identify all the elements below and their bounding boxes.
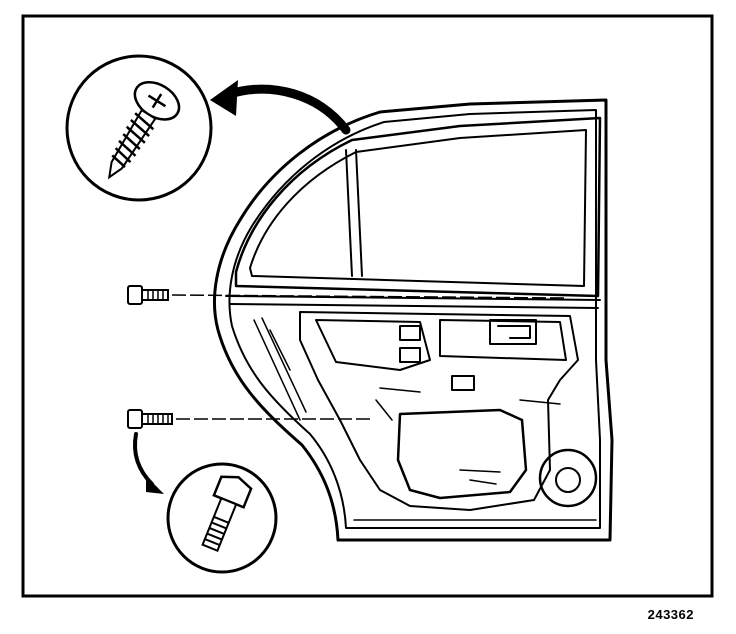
screw-thread <box>111 112 155 168</box>
panel-slot-c <box>451 375 475 391</box>
bolt-arrow <box>133 432 154 486</box>
window-glass <box>249 129 587 287</box>
inner-panel <box>299 311 579 511</box>
lower-bolt-shank <box>141 413 173 425</box>
upper-bolt <box>127 285 169 305</box>
screw-icon <box>107 81 181 180</box>
upper-opening <box>315 319 431 371</box>
leader-upper <box>171 294 569 299</box>
screw-arrow <box>221 84 351 135</box>
bolt-detail <box>133 432 278 574</box>
belt-line <box>225 295 601 309</box>
speaker-ring <box>538 448 598 508</box>
handle-lever <box>497 325 531 339</box>
panel-slot-b <box>399 347 421 363</box>
bolt-thread <box>204 515 230 547</box>
lower-bolt-thread <box>147 414 169 424</box>
screw-arrow-head <box>210 80 238 116</box>
window-frame <box>234 116 602 298</box>
leader-lines <box>171 294 569 420</box>
upper-bolt-head <box>127 285 143 305</box>
bolt-icon <box>201 475 253 552</box>
bolt-arrow-head <box>146 476 164 494</box>
upper-bolt-shank <box>141 289 169 301</box>
figure-number: 243362 <box>647 607 694 622</box>
lower-bolt <box>127 409 173 429</box>
door-outer-outline <box>212 98 614 542</box>
panel-details <box>253 317 561 485</box>
upper-bolt-thread <box>147 290 164 300</box>
screw-detail <box>65 54 351 202</box>
diagram-frame <box>21 14 714 598</box>
division-channel <box>345 149 363 277</box>
door-inner-outline <box>228 109 601 529</box>
speaker-center <box>555 467 581 493</box>
upper-opening-right <box>439 319 567 361</box>
lower-bolt-head <box>127 409 143 429</box>
screw-recess <box>147 93 167 109</box>
panel-slot-a <box>399 325 421 341</box>
handle-pocket <box>489 319 537 345</box>
bolt-head <box>212 475 253 509</box>
rear-door <box>212 98 614 542</box>
lower-access-hole <box>396 408 528 500</box>
